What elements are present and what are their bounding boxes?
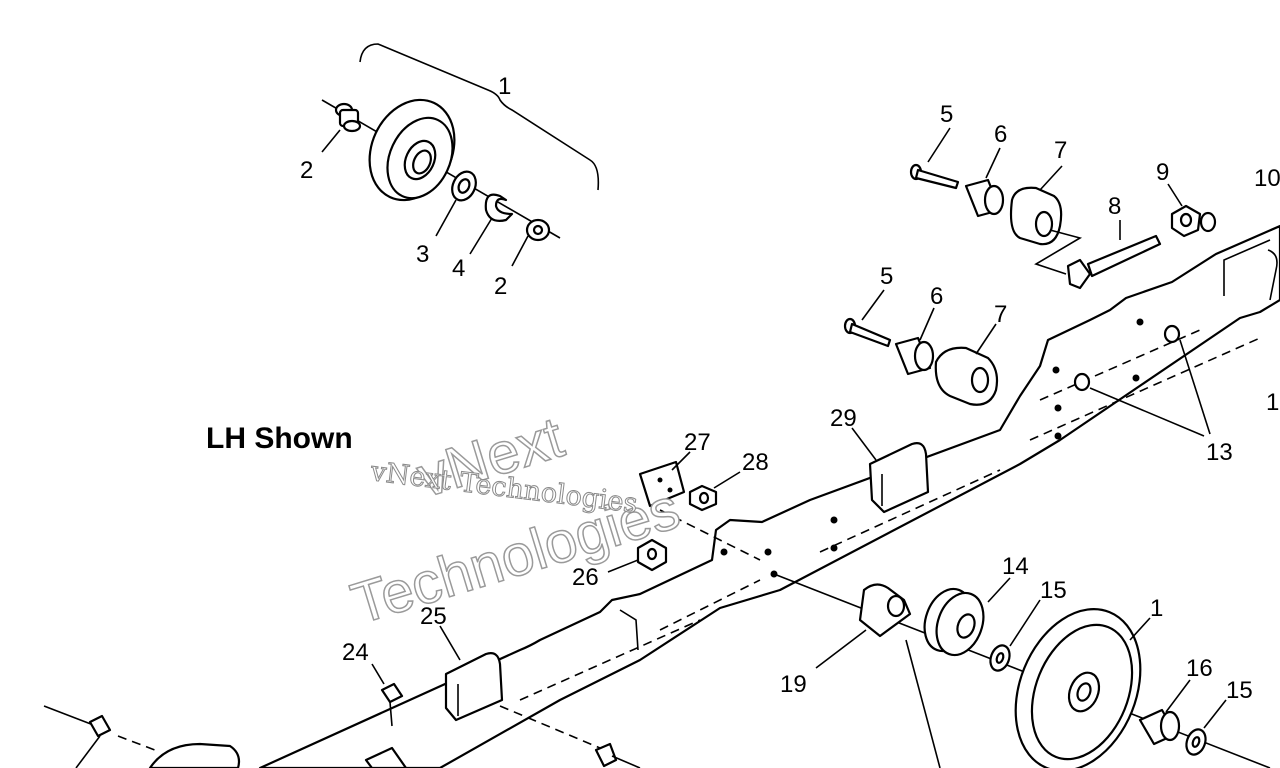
assembly-bracket [359,43,600,191]
idler-wheel-lower [1014,608,1142,768]
bolt-5-lower [843,317,892,348]
callout-6-upper: 6 [994,121,1007,148]
bearing [451,170,477,202]
callout-15-upper: 15 [1040,577,1067,604]
snap-ring [484,193,514,222]
callout-7-upper: 7 [1054,137,1067,164]
callout-10: 10 [1254,165,1280,192]
washer-15-upper [989,644,1011,672]
callout-4: 4 [452,255,465,282]
callout-24: 24 [342,639,369,666]
wear-pad-25: 25 [420,603,504,722]
idler-wheel-assembly-top: 1 2 3 4 2 [300,43,600,300]
callout-26: 26 [572,564,599,591]
callout-16: 16 [1186,655,1213,682]
lower-left-parts [43,705,641,768]
idler-wheel [368,98,456,202]
callout-3: 3 [416,241,429,268]
callout-8: 8 [1108,193,1121,220]
view-label: LH Shown [206,422,353,455]
bumper-7-upper [1009,186,1063,246]
nut-9 [1170,204,1217,238]
mount-hardware-lower: 5 6 7 [843,263,1007,406]
callout-7-lower: 7 [994,301,1007,328]
callout-5-lower: 5 [880,263,893,290]
bolt-5-upper [909,163,960,190]
bracket-27: 27 [638,429,711,508]
bumper-7-lower [934,346,999,406]
nut-28: 28 [688,449,769,512]
axle-mount-19 [858,583,912,638]
bushing-6-upper [964,178,1005,218]
callout-29: 29 [830,405,857,432]
spacer-16 [1138,708,1181,746]
callout-2-right: 2 [494,273,507,300]
washer-15-lower [1185,728,1207,756]
idler-wheel-assembly-lower: 14 15 1 16 15 19 [773,553,1271,768]
axle-bolt-right [525,218,551,242]
mount-hardware-upper: 5 6 7 8 9 10 [909,101,1280,290]
wear-pad-29: 29 [830,405,930,514]
axle-bolt-left [334,102,362,133]
callout-11-partial: 1 [1266,389,1279,416]
bushing-6-lower [894,336,935,376]
callout-13: 13 [1206,439,1233,466]
nut-26: 26 [572,538,668,591]
callout-1-lower: 1 [1150,595,1163,622]
callout-19: 19 [780,671,807,698]
callout-14: 14 [1002,553,1029,580]
callout-28: 28 [742,449,769,476]
slide-rail: 13 1 [258,224,1280,768]
callout-2-left: 2 [300,157,313,184]
callout-6-lower: 6 [930,283,943,310]
clip-24: 24 [342,639,404,727]
callout-25: 25 [420,603,447,630]
callout-5-upper: 5 [940,101,953,128]
spacer-14 [923,587,985,657]
callout-15-lower: 15 [1226,677,1253,704]
callout-1-top: 1 [498,73,511,100]
callout-9: 9 [1156,159,1169,186]
callout-27: 27 [684,429,711,456]
bolt-8 [1066,234,1162,290]
